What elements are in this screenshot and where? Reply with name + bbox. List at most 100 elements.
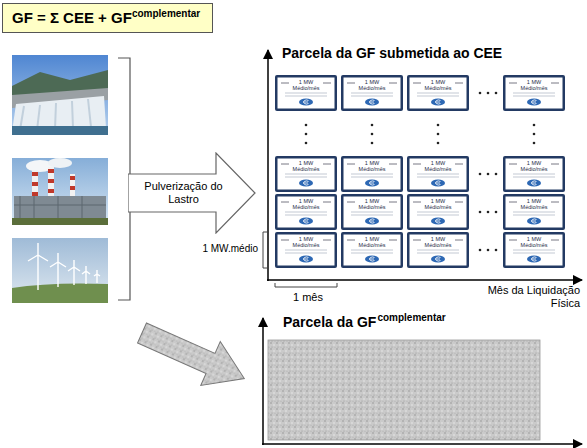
bottom-chart xyxy=(262,443,582,445)
certificate-paper xyxy=(278,197,335,228)
arrow-outline xyxy=(128,153,255,233)
wind-farm-photo xyxy=(12,238,108,303)
thermal-plant-photo xyxy=(14,196,106,220)
certificate-logo xyxy=(436,100,441,104)
certificate-box: 1 MW Médio/mês xyxy=(341,75,403,111)
certificate-logo xyxy=(527,179,541,186)
ellipsis-dots xyxy=(371,124,374,127)
certificate-frame xyxy=(275,194,337,230)
certificate-box: 1 MW Médio/mês xyxy=(275,194,337,230)
certificate-text: 1 MW Médio/mês xyxy=(357,198,387,210)
certificate-logo xyxy=(365,98,379,105)
thermal-plant-photo xyxy=(48,169,54,173)
certificate-logo xyxy=(304,219,309,223)
certificate-paper xyxy=(278,78,335,109)
ellipsis-dots xyxy=(533,124,536,127)
certificate-logo xyxy=(365,179,379,186)
ellipsis-dots xyxy=(487,249,490,252)
thermal-plant-photo xyxy=(48,189,54,193)
certificate-rule xyxy=(513,212,555,215)
ellipsis-dots xyxy=(495,249,498,252)
certificate-text: 1 MW Médio/mês xyxy=(423,160,453,172)
certificate-box: 1 MW Médio/mês xyxy=(341,194,403,230)
top-chart-axes xyxy=(267,279,582,281)
certificate-text: 1 MW Médio/mês xyxy=(291,198,321,210)
ellipsis-dots xyxy=(371,133,374,136)
certificate-rule xyxy=(351,212,393,215)
certificate-text: 1 MW Médio/mês xyxy=(423,198,453,210)
certificate-frame xyxy=(407,194,469,230)
top-chart-axes xyxy=(267,50,269,281)
certificate-box: 1 MW Médio/mês xyxy=(275,232,337,268)
certificate-paper xyxy=(344,78,401,109)
certificate-logo xyxy=(532,181,537,185)
formula-box: GF = Σ CEE + GFcomplementar xyxy=(2,3,213,33)
certificate-frame xyxy=(503,232,565,268)
certificate-box: 1 MW Médio/mês xyxy=(407,232,469,268)
certificate-logo xyxy=(527,98,541,105)
thermal-plant-photo xyxy=(70,176,75,180)
certificate-rule xyxy=(285,174,327,177)
ellipsis-dots xyxy=(487,211,490,214)
certificate-paper xyxy=(506,159,563,190)
certificate-paper xyxy=(278,159,335,190)
dam-photo xyxy=(12,55,108,135)
certificate-logo xyxy=(299,255,313,262)
certificate-rule xyxy=(285,250,327,253)
certificate-logo xyxy=(370,100,375,104)
certificate-text: 1 MW Médio/mês xyxy=(291,236,321,248)
bottom-chart xyxy=(268,340,540,440)
certificate-rule xyxy=(285,212,327,215)
ellipsis-dots xyxy=(371,142,374,145)
ellipsis-dots xyxy=(479,92,482,95)
certificate-rule xyxy=(513,93,555,96)
ellipsis-dots xyxy=(437,133,440,136)
certificate-rule xyxy=(417,212,459,215)
certificate-text: 1 MW Médio/mês xyxy=(519,236,549,248)
wind-farm-photo xyxy=(12,238,108,303)
ellipsis-dots xyxy=(487,173,490,176)
certificate-frame xyxy=(407,232,469,268)
certificate-logo xyxy=(299,98,313,105)
certificate-frame xyxy=(503,194,565,230)
chart-title: Parcela da GF submetida ao CEE xyxy=(282,45,502,62)
thermal-plant-photo xyxy=(12,218,108,225)
ellipsis-dots xyxy=(305,142,308,145)
certificate-frame xyxy=(407,156,469,192)
certificate-logo xyxy=(532,100,537,104)
certificate-box: 1 MW Médio/mês xyxy=(275,156,337,192)
certificate-logo xyxy=(527,255,541,262)
superscript-text: complementar xyxy=(132,8,200,19)
certificate-rule xyxy=(417,174,459,177)
certificate-logo xyxy=(532,219,537,223)
certificate-box: 1 MW Médio/mês xyxy=(407,156,469,192)
certificate-paper xyxy=(344,235,401,266)
certificate-text: 1 MW Médio/mês xyxy=(423,79,453,91)
certificate-rule xyxy=(351,250,393,253)
wind-farm-photo xyxy=(94,270,100,283)
certificate-rule xyxy=(417,250,459,253)
thermal-plant-photo xyxy=(32,172,38,176)
certificate-paper xyxy=(410,78,467,109)
certificate-text: 1 MW Médio/mês xyxy=(291,79,321,91)
certificate-paper xyxy=(506,235,563,266)
certificate-logo xyxy=(436,219,441,223)
thermal-plant-photo xyxy=(48,158,72,168)
arrow-label: Pulverização do Lastro xyxy=(141,180,227,206)
certificate-frame xyxy=(341,75,403,111)
certificate-frame xyxy=(275,156,337,192)
certificate-box: 1 MW Médio/mês xyxy=(275,75,337,111)
certificate-rule xyxy=(417,93,459,96)
ellipsis-dots xyxy=(479,249,482,252)
certificate-logo xyxy=(304,257,309,261)
bottom-chart xyxy=(262,318,264,445)
certificate-rule xyxy=(513,250,555,253)
certificate-box: 1 MW Médio/mês xyxy=(503,194,565,230)
certificate-text: 1 MW Médio/mês xyxy=(519,79,549,91)
certificate-frame xyxy=(503,156,565,192)
wind-farm-photo xyxy=(82,266,90,284)
bottom-chart xyxy=(262,318,582,445)
down-arrow xyxy=(132,311,254,400)
formula-text: GF = Σ CEE + GF xyxy=(12,9,132,26)
certificate-text: 1 MW Médio/mês xyxy=(357,160,387,172)
